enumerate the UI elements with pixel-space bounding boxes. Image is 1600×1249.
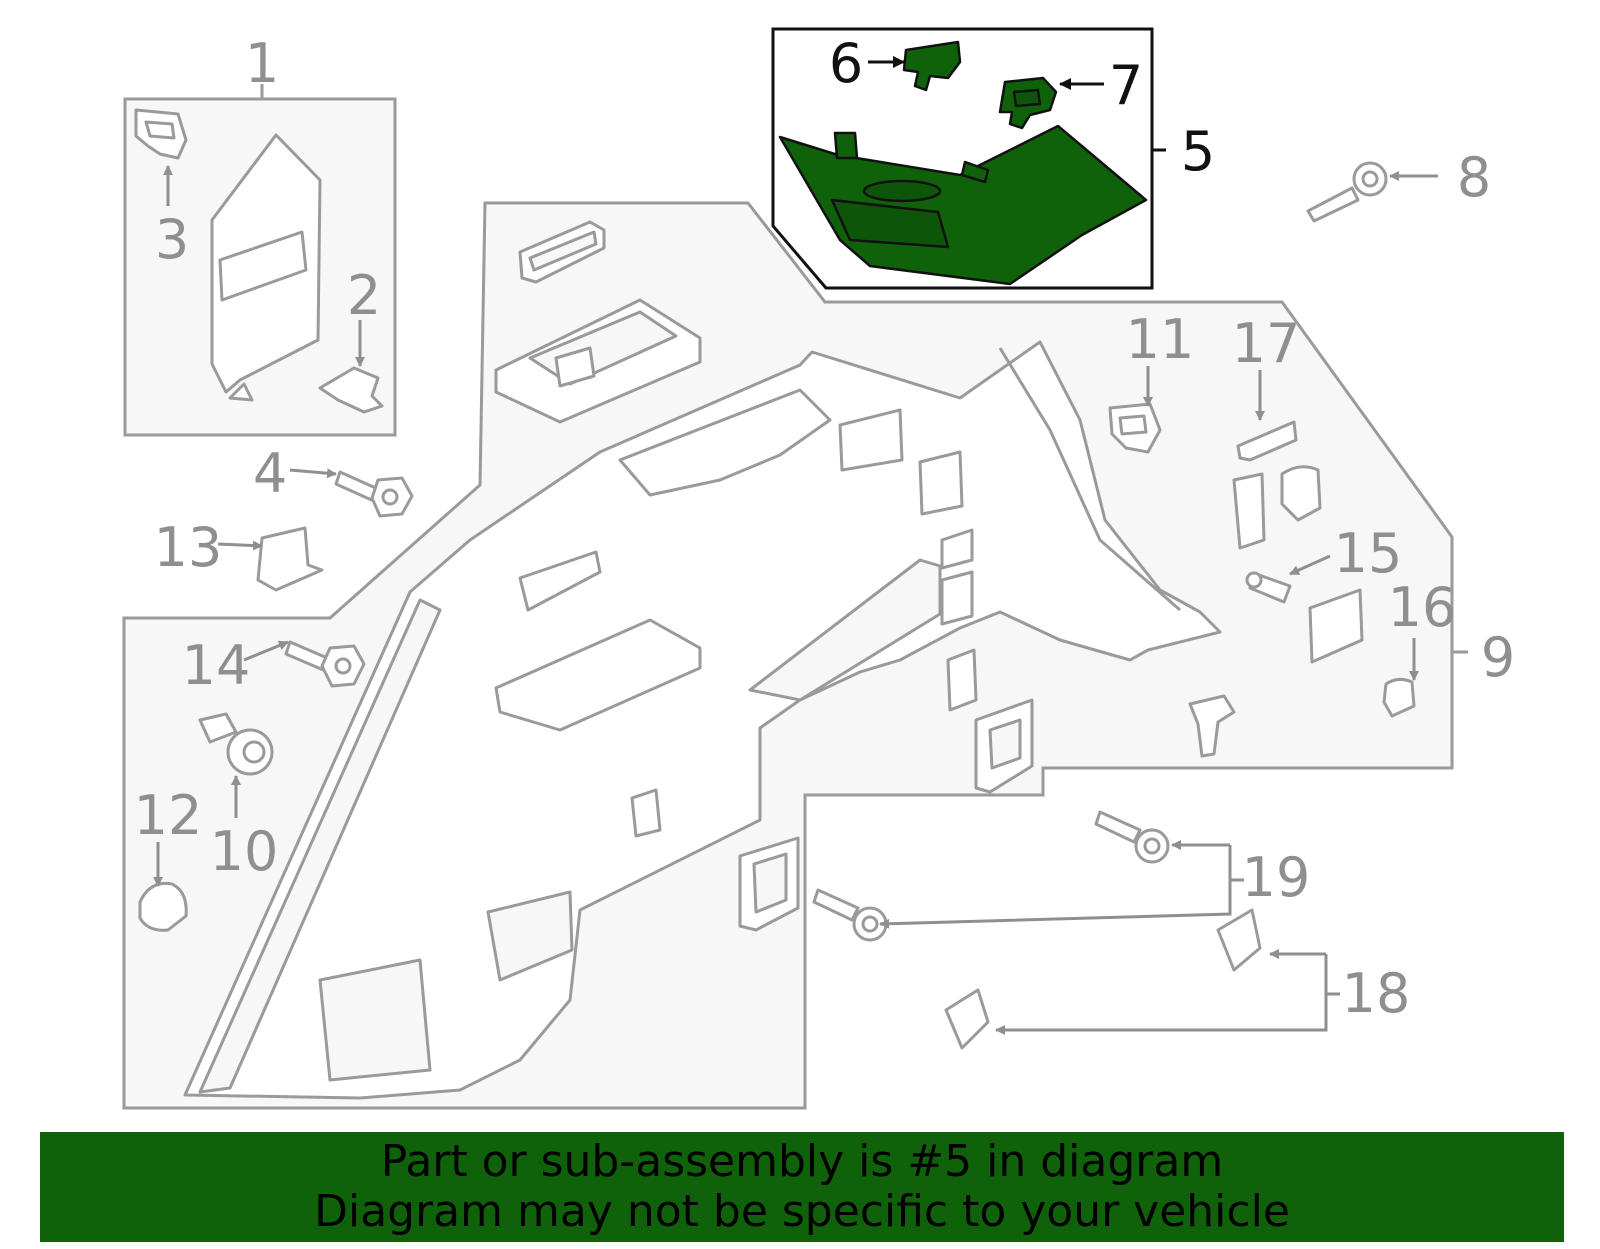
part-5-trim-panel	[778, 124, 1148, 286]
part-13-bracket	[256, 526, 324, 592]
part-9-brackets	[630, 648, 1034, 932]
leader-lines-highlight	[868, 56, 1104, 90]
part-3-clip	[134, 108, 188, 160]
callout-14: 14	[182, 634, 251, 697]
callout-5: 5	[1181, 120, 1215, 183]
part-7-clip	[998, 76, 1058, 130]
callout-18: 18	[1342, 962, 1411, 1025]
banner-line-2: Diagram may not be specific to your vehi…	[314, 1186, 1290, 1237]
part-9-vent-grille	[518, 220, 606, 284]
banner-line-1: Part or sub-assembly is #5 in diagram	[380, 1136, 1224, 1187]
part-1-pillar-trim	[210, 133, 322, 402]
callout-19: 19	[1242, 846, 1311, 909]
part-19-screws	[812, 810, 1170, 942]
callout-4: 4	[253, 442, 287, 505]
callout-9: 9	[1481, 626, 1515, 689]
callout-6: 6	[829, 32, 863, 95]
part-18-clips	[944, 908, 1262, 1050]
callout-15: 15	[1334, 522, 1403, 585]
part-14-bolt	[284, 640, 366, 688]
callout-1: 1	[245, 32, 279, 95]
callout-8: 8	[1457, 146, 1491, 209]
part-10-push-clip	[198, 712, 274, 776]
callout-17: 17	[1232, 312, 1301, 375]
callout-13: 13	[154, 516, 223, 579]
part-11-clip	[1108, 402, 1162, 454]
part-6-clip	[902, 40, 962, 92]
part-9-upper-bin	[494, 298, 702, 424]
callout-3: 3	[155, 208, 189, 271]
leader-lines	[153, 165, 1438, 1035]
callout-11: 11	[1126, 308, 1195, 371]
part-9-small-clips	[1188, 465, 1416, 758]
callout-7: 7	[1109, 54, 1143, 117]
part-17-bracket	[1236, 420, 1298, 462]
part-2-bracket	[318, 366, 384, 414]
part-4-bolt	[334, 470, 414, 518]
part-8-screw	[1306, 161, 1388, 223]
part-9-quarter-trim	[183, 340, 1222, 1100]
info-banner: Part or sub-assembly is #5 in diagram Di…	[40, 1132, 1564, 1242]
part-15-pin	[1245, 571, 1292, 604]
callout-2: 2	[347, 264, 381, 327]
callout-16: 16	[1388, 576, 1457, 639]
callout-10: 10	[210, 820, 279, 883]
callout-12: 12	[134, 784, 203, 847]
